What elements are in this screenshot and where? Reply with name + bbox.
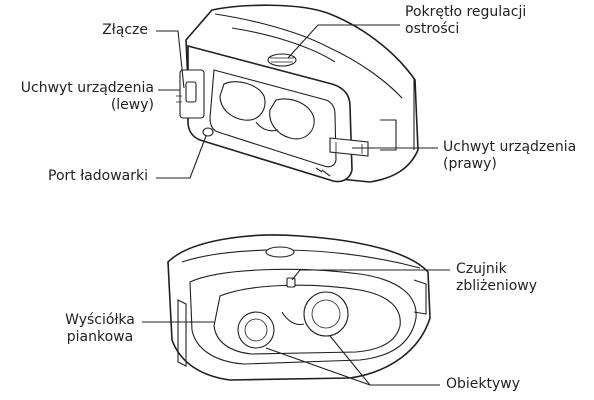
foam-padding-label-line2: piankowa — [62, 329, 138, 346]
label-charger-port: Port ładowarki — [48, 168, 148, 185]
holder-left-label-line2: (lewy) — [21, 97, 154, 114]
label-connector: Złącze — [102, 22, 148, 39]
proximity-sensor-shape — [287, 278, 295, 287]
connector-label-text: Złącze — [102, 22, 148, 39]
foam-padding-shape — [190, 269, 416, 364]
label-holder-left: Uchwyt urządzenia (lewy) — [21, 80, 154, 114]
proximity-sensor-label-line2: zbliżeniowy — [456, 278, 537, 295]
bottom-headset-drawing — [168, 235, 430, 380]
proximity-sensor-label-line1: Czujnik — [456, 261, 537, 278]
right-lens-shape — [304, 292, 348, 336]
lenses-label-text: Obiektywy — [446, 376, 520, 393]
holder-right-label-line2: (prawy) — [443, 156, 576, 173]
focus-wheel-label-line1: Pokrętło regulacji — [405, 4, 526, 21]
focus-wheel-label-line2: ostrości — [405, 21, 526, 38]
label-holder-right: Uchwyt urządzenia (prawy) — [443, 139, 576, 173]
label-focus-wheel: Pokrętło regulacji ostrości — [405, 4, 526, 38]
foam-padding-label-line1: Wyściółka — [62, 312, 138, 329]
charger-port-label-text: Port ładowarki — [48, 168, 148, 185]
label-lenses: Obiektywy — [446, 376, 520, 393]
label-proximity-sensor: Czujnik zbliżeniowy — [456, 261, 537, 295]
holder-right-label-line1: Uchwyt urządzenia — [443, 139, 576, 156]
charger-port-shape — [203, 128, 213, 136]
holder-left-label-line1: Uchwyt urządzenia — [21, 80, 154, 97]
focus-wheel-shape — [268, 54, 296, 66]
top-headset-drawing — [176, 5, 418, 182]
left-lens-shape — [238, 312, 274, 348]
label-foam-padding: Wyściółka piankowa — [62, 312, 138, 346]
